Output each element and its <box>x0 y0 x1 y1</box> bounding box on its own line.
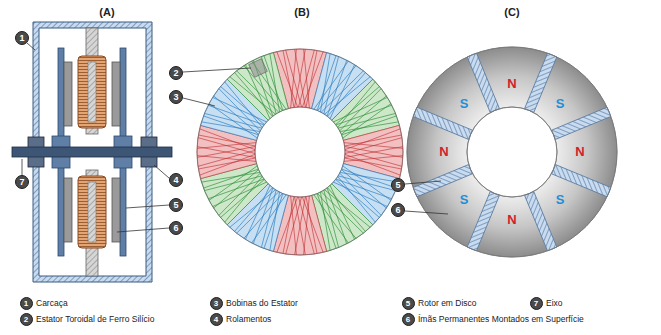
magnet-pole: N <box>439 145 448 159</box>
callout-number: 1 <box>15 31 29 45</box>
magnet-pole: S <box>460 193 469 207</box>
magnet-pole: N <box>507 77 516 91</box>
legend-number: 4 <box>210 313 223 326</box>
legend-number: 3 <box>210 297 223 310</box>
legend-text: Rotor em Disco <box>418 298 477 309</box>
legend-text: Carcaça <box>36 298 68 309</box>
section-view <box>12 22 172 282</box>
magnet-pole: N <box>575 145 584 159</box>
callout-number: 5 <box>169 198 183 212</box>
magnet-pole: S <box>556 193 565 207</box>
rotor-view <box>407 47 617 257</box>
callout-number: 4 <box>169 173 183 187</box>
panel-label: (B) <box>294 6 309 19</box>
magnet-pole: S <box>556 97 565 111</box>
panel-label: (C) <box>504 6 519 19</box>
legend-number: 7 <box>530 297 543 310</box>
callout-number: 6 <box>391 203 405 217</box>
panel-label: (A) <box>99 6 114 19</box>
legend-text: Eixo <box>546 298 563 309</box>
legend-text: Rolamentos <box>226 314 271 325</box>
legend-number: 5 <box>402 297 415 310</box>
legend-text: Bobinas do Estator <box>226 298 298 309</box>
legend-number: 6 <box>402 313 415 326</box>
callout-number: 6 <box>169 221 183 235</box>
magnet-pole: S <box>460 97 469 111</box>
legend-number: 1 <box>20 297 33 310</box>
leader-lines <box>22 43 448 232</box>
legend-number: 2 <box>20 313 33 326</box>
callout-number: 2 <box>169 66 183 80</box>
callout-number: 3 <box>169 90 183 104</box>
legend-text: Estator Toroidal de Ferro Silício <box>36 314 154 325</box>
stator-view <box>197 49 403 255</box>
callout-number: 5 <box>391 178 405 192</box>
legend-text: Ímãs Permanentes Montados em Superfície <box>418 314 584 325</box>
magnet-pole: N <box>507 213 516 227</box>
callout-number: 7 <box>15 175 29 189</box>
